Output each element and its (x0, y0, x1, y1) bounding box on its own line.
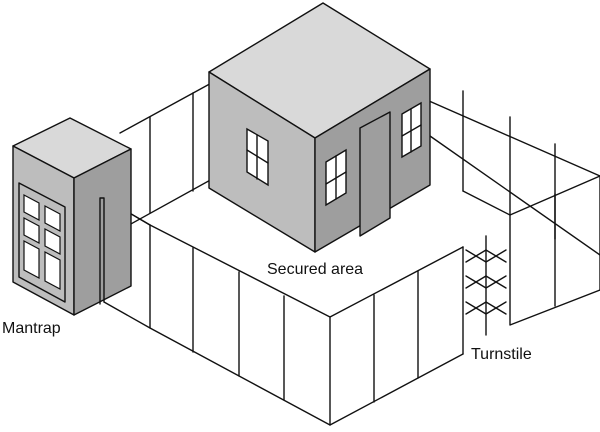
secured-area-building (208, 2, 431, 253)
mantrap-label: Mantrap (2, 320, 61, 337)
window-icon (325, 148, 347, 207)
turnstile (465, 235, 507, 336)
turnstile-label: Turnstile (471, 346, 532, 363)
building-door (359, 111, 391, 237)
mantrap-side-wall (73, 148, 132, 316)
perimeter-fence-front (103, 197, 464, 426)
window-icon (401, 101, 422, 159)
mantrap-booth (12, 117, 132, 316)
perimeter-fence-right (462, 175, 600, 326)
mantrap-door-icon (18, 182, 66, 303)
secured-area-label: Secured area (267, 261, 364, 278)
window-icon (246, 127, 269, 187)
